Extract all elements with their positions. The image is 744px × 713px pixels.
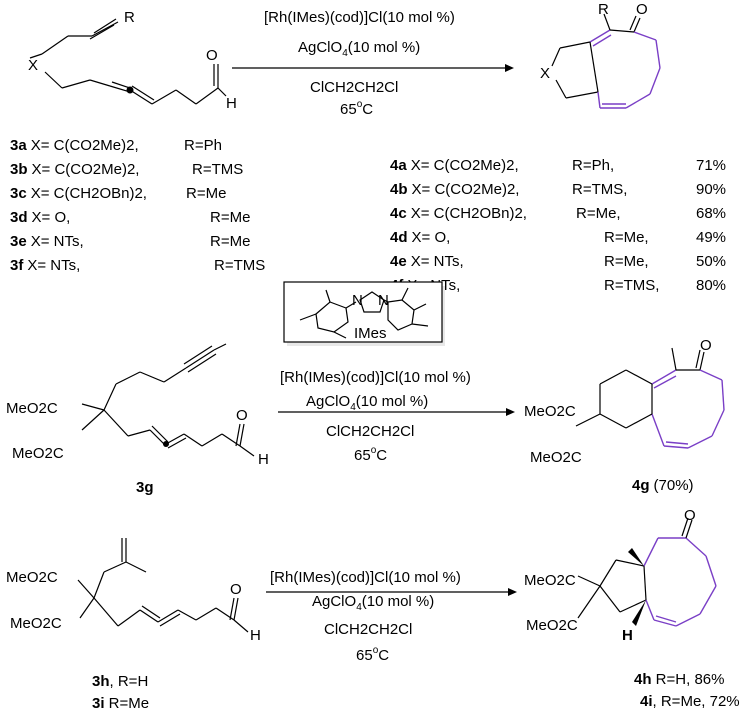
additive-label-1: AgClO4(10 mol %) <box>298 39 420 59</box>
aldehyde-h-label-3g: H <box>258 451 269 468</box>
catalyst-label-3: [Rh(IMes)(cod)]Cl(10 mol %) <box>270 569 461 586</box>
substrate-structure-3g <box>81 343 255 457</box>
solvent-label-2: ClCH2CH2Cl <box>326 423 414 440</box>
substrate-structure-3h <box>77 538 249 633</box>
product-structure-4h <box>577 517 717 627</box>
substituent-r-label: R <box>124 9 135 26</box>
ester-label-4h-bottom: MeO2C <box>526 617 578 634</box>
aldehyde-o-label-3h: O <box>230 581 242 598</box>
product-o-label-4h: O <box>684 507 696 524</box>
ester-label-3h-top: MeO2C <box>6 569 58 586</box>
aldehyde-h-label: H <box>226 95 237 112</box>
ester-label-4h-top: MeO2C <box>524 572 576 589</box>
ester-label-3g-top: MeO2C <box>6 400 58 417</box>
ester-label-3h-bottom: MeO2C <box>10 615 62 632</box>
catalyst-label-1: [Rh(IMes)(cod)]Cl(10 mol %) <box>264 9 455 26</box>
imes-n2-label: N <box>378 292 389 309</box>
arrowhead-3 <box>508 588 517 596</box>
temperature-label-3: 65oC <box>356 645 389 664</box>
aldehyde-o-label-3g: O <box>236 407 248 424</box>
product-caption-4g: 4g(70%) <box>632 477 694 494</box>
heteroatom-x-label: X <box>28 57 38 74</box>
additive-label-3: AgClO4(10 mol %) <box>312 593 434 613</box>
aldehyde-h-label-3h: H <box>250 627 261 644</box>
imes-n1-label: N <box>352 292 363 309</box>
temperature-label-1: 65oC <box>340 99 373 118</box>
aldehyde-o-label: O <box>206 47 218 64</box>
substrate-caption-3h: 3h, R=H <box>92 673 148 690</box>
product-r-label: R <box>598 1 609 18</box>
temperature-label-2: 65oC <box>354 445 387 464</box>
substrate-caption-3i: 3i R=Me <box>92 695 149 712</box>
imes-label: IMes <box>354 325 387 342</box>
compound-id-3g: 3g <box>136 479 154 496</box>
catalyst-label-2: [Rh(IMes)(cod)]Cl(10 mol %) <box>280 369 471 386</box>
product-structure-1 <box>551 13 661 109</box>
product-caption-4h: 4h R=H, 86% <box>634 671 724 688</box>
solvent-label-3: ClCH2CH2Cl <box>324 621 412 638</box>
ester-label-4g-top: MeO2C <box>524 403 576 420</box>
product-o-label: O <box>636 1 648 18</box>
product-caption-4i: 4i, R=Me, 72% <box>640 693 740 710</box>
product-structure-4g <box>575 347 725 449</box>
substrate-structure-1 <box>29 18 227 105</box>
arrowhead-2 <box>506 408 515 416</box>
imes-ligand-box <box>283 281 445 346</box>
ester-label-4g-bottom: MeO2C <box>530 449 582 466</box>
product-x-label: X <box>540 65 550 82</box>
arrowhead-1 <box>505 64 514 72</box>
product-o-label-4g: O <box>700 337 712 354</box>
solvent-label-1: ClCH2CH2Cl <box>310 79 398 96</box>
ester-label-3g-bottom: MeO2C <box>12 445 64 462</box>
ring-fusion-h-label: H <box>622 627 633 644</box>
additive-label-2: AgClO4(10 mol %) <box>306 393 428 413</box>
